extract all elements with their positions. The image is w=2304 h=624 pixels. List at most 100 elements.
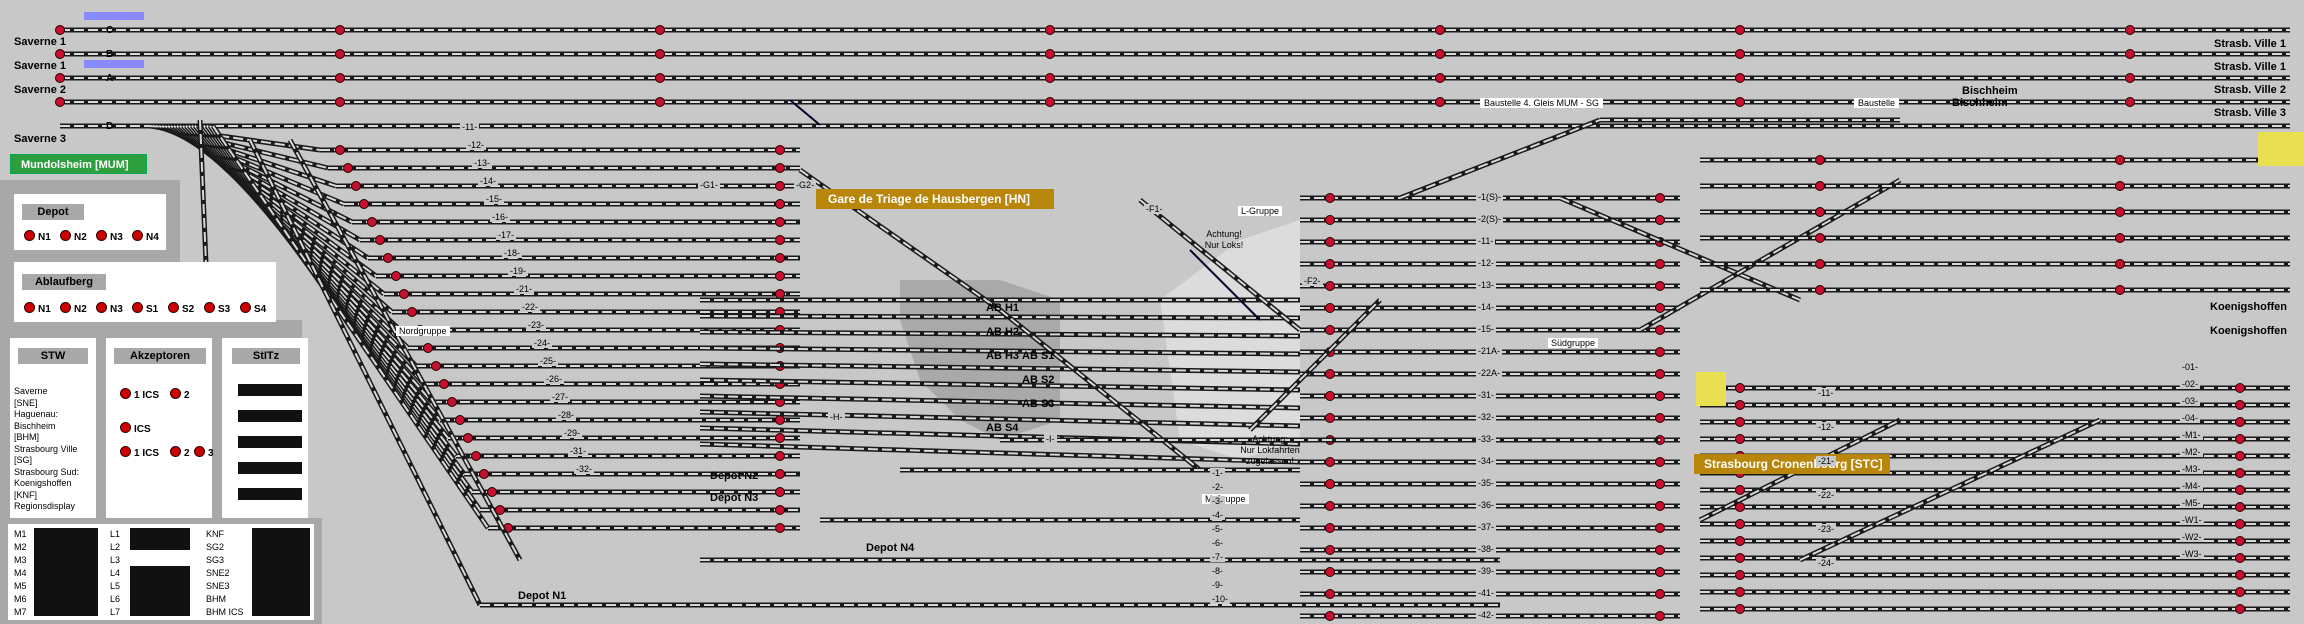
depot-n4[interactable]: Depot N4 [866,542,915,554]
counter-label: BHM [206,594,226,604]
counter-label: M2 [14,542,27,552]
stw-line[interactable]: [KNF] [14,489,38,500]
track-segment [699,411,1301,427]
track-number: -2- [1210,482,1225,492]
depot-n3[interactable]: Depot N3 [710,492,759,504]
stw-line[interactable]: Saverne [14,386,48,396]
akz-btn-1-ics-b[interactable]: 1 ICS [120,446,159,459]
stitz-slot[interactable] [238,488,302,500]
akz-btn-2[interactable]: 2 [170,388,190,401]
yard-signal-ab-s2[interactable]: AB S2 [1022,374,1055,386]
station-hausbergen[interactable]: Gare de Triage de Hausbergen [HN] [816,189,1054,209]
scroll-marker-mid[interactable] [84,60,144,68]
signal-lamp [463,433,473,443]
track-number: -15- [1476,324,1497,334]
ablauf-btn-n2[interactable]: N2 [60,302,87,315]
stw-line[interactable]: Strasbourg Ville [14,443,78,454]
signal-lamp [655,97,665,107]
track-number: -23- [526,320,547,330]
signal-lamp [367,217,377,227]
yard-signal-ab-h2[interactable]: AB H2 [986,326,1020,338]
signal-lamp [1325,281,1335,291]
depot-btn-n1[interactable]: N1 [24,230,51,243]
stw-line[interactable]: [SG] [14,455,33,465]
track-number: -12- [1476,258,1497,268]
stw-line[interactable]: Strasbourg Sud: [14,466,80,477]
stitz-slot[interactable] [238,384,302,396]
signal-lamp [1045,73,1055,83]
stw-line[interactable]: [SNE] [14,397,38,408]
stitz-slot[interactable] [238,436,302,448]
stw-line[interactable]: Haguenau: [14,409,59,419]
depot-n1[interactable]: Depot N1 [518,590,567,602]
ablauf-btn-n3[interactable]: N3 [96,302,123,315]
signal-lamp [1735,536,1745,546]
track-number: -1(S)- [1476,192,1503,202]
track-number: -34- [1476,456,1497,466]
signal-lamp [2235,451,2245,461]
signal-lamp [423,343,433,353]
track-number: -16- [490,212,511,222]
yard-signal-ab-s1[interactable]: AB S1 [1022,350,1055,362]
akz-btn-2b[interactable]: 2 [170,446,190,459]
station-cronenbourg[interactable]: Strasbourg Cronenbourg [STC] [1694,454,1890,474]
track-number: -38- [1476,544,1497,554]
counter-label: SG3 [206,555,225,565]
akz-btn-1-ics[interactable]: 1 ICS [120,388,159,401]
yard-signal-ab-s4[interactable]: AB S4 [986,422,1019,434]
station-strasb-ville-1a: Strasb. Ville 1 [2214,38,2286,50]
signal-lamp [2115,259,2125,269]
signal-lamp [1325,193,1335,203]
track-number: -23- [1816,524,1837,534]
track-segment [1139,199,1301,331]
counter-display-l1 [130,528,190,550]
signal-lamp [2115,181,2125,191]
signal-lamp [775,451,785,461]
signal-lamp [55,49,65,59]
depot-n2[interactable]: Depot N2 [710,470,759,482]
signal-lamp [1325,545,1335,555]
counter-label: M1 [14,529,27,539]
group-nord: Nordgruppe [396,326,450,336]
signal-lamp [1325,501,1335,511]
signal-lamp [343,163,353,173]
yard-signal-ab-s3[interactable]: AB S3 [1022,398,1055,410]
ablauf-btn-s4[interactable]: S4 [240,302,266,315]
ablauf-btn-s2[interactable]: S2 [168,302,194,315]
yard-signal-ab-h1[interactable]: AB H1 [986,302,1020,314]
signal-lamp [335,49,345,59]
depot-btn-n3[interactable]: N3 [96,230,123,243]
stw-line[interactable]: Regionsdisplay [14,501,76,511]
baustelle-2: Baustelle [1854,98,1900,108]
signal-lamp [383,253,393,263]
scroll-marker-top[interactable] [84,12,144,20]
stw-line[interactable]: Bischheim [14,420,56,431]
signal-lamp [1735,400,1745,410]
ablauf-btn-s3[interactable]: S3 [204,302,230,315]
counter-display-k [252,528,310,616]
ablauf-btn-n1[interactable]: N1 [24,302,51,315]
stw-line[interactable]: Koenigshoffen [14,478,72,488]
signal-lamp [1655,545,1665,555]
counter-label: M3 [14,555,27,565]
akz-btn-ics[interactable]: ICS [120,422,151,435]
akz-btn-3[interactable]: 3 [194,446,214,459]
signal-lamp [1735,587,1745,597]
signal-lamp [1325,413,1335,423]
track-number: -M1- [2180,430,2203,440]
yard-signal-ab-h3[interactable]: AB H3 [986,350,1020,362]
signal-lamp [407,307,417,317]
station-mundolsheim[interactable]: Mundolsheim [MUM] [10,154,147,174]
signal-lamp [495,505,505,515]
depot-btn-n2[interactable]: N2 [60,230,87,243]
signal-lamp [775,271,785,281]
stitz-slot[interactable] [238,462,302,474]
depot-btn-n4[interactable]: N4 [132,230,159,243]
track-number: -36- [1476,500,1497,510]
track-number: -39- [1476,566,1497,576]
station-bischheim-a: Bischheim [1962,85,2018,97]
signal-lamp [1815,233,1825,243]
ablauf-btn-s1[interactable]: S1 [132,302,158,315]
stitz-slot[interactable] [238,410,302,422]
stw-line[interactable]: [BHM] [14,432,40,442]
